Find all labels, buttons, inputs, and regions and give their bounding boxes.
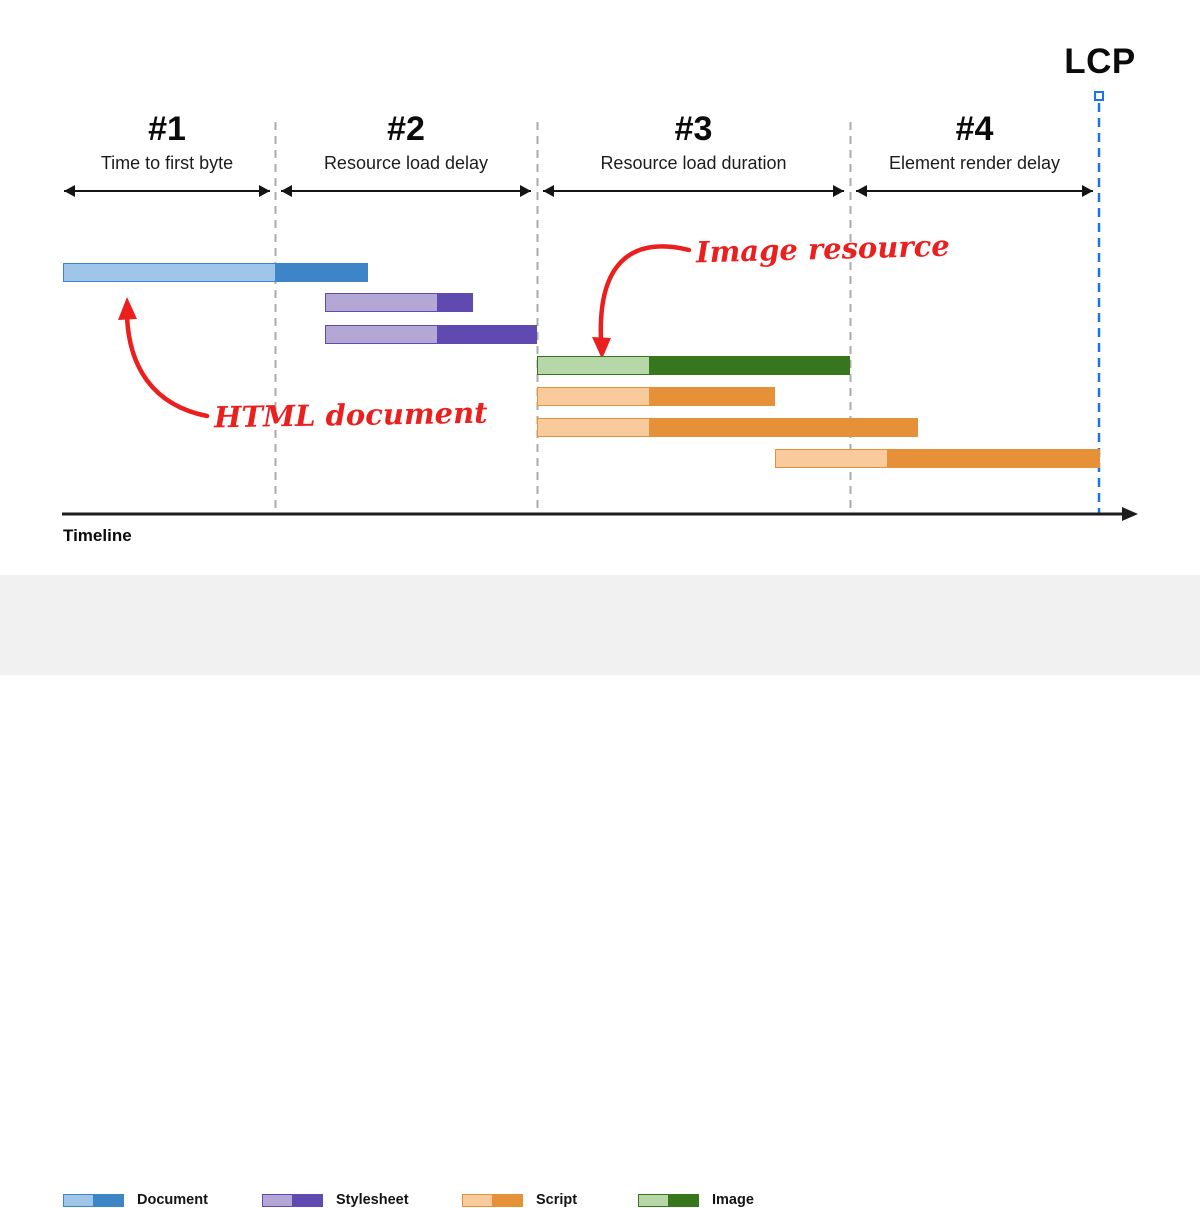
phase-2-extent-arrow [281, 185, 531, 197]
legend-label-document: Document [137, 1192, 208, 1208]
script-bar [537, 387, 775, 406]
phase-1-header: #1 Time to first byte [64, 108, 270, 197]
lcp-title: LCP [1064, 42, 1136, 81]
legend-item-script: Script [462, 1192, 577, 1208]
document-swatch [63, 1193, 124, 1207]
phase-4-extent-arrow [856, 185, 1093, 197]
stylesheet-bar [325, 293, 473, 312]
script-swatch [462, 1193, 523, 1207]
image-swatch [638, 1193, 699, 1207]
image-bar [537, 356, 850, 375]
phase-4-header: #4 Element render delay [856, 108, 1093, 197]
script-bar [775, 449, 1100, 468]
document-bar [63, 263, 368, 282]
script-bar-active-segment [649, 418, 918, 437]
legend-label-image: Image [712, 1192, 754, 1208]
html-document-annotation: HTML document [213, 395, 488, 435]
waterfall-bars-layer [63, 263, 1100, 468]
phase-3-number: #3 [674, 110, 713, 148]
phase-2-number: #2 [387, 110, 425, 148]
phase-1-extent-arrow [64, 185, 270, 197]
phase-2-label: Resource load delay [323, 153, 489, 173]
phase-3-label: Resource load duration [600, 153, 787, 173]
phase-2-header: #2 Resource load delay [281, 108, 531, 197]
image-bar-active-segment [649, 356, 850, 375]
legend-item-document: Document [63, 1192, 208, 1208]
document-bar-active-segment [275, 263, 368, 282]
lcp-marker-square [1094, 91, 1104, 101]
phase-1-label: Time to first byte [100, 153, 234, 173]
stylesheet-bar-active-segment [437, 293, 473, 312]
timeline-label: Timeline [63, 526, 132, 545]
legend-band: Document Stylesheet Script Image [0, 575, 1200, 1208]
image-resource-annotation: Image resource [695, 228, 951, 270]
phase-3-header: #3 Resource load duration [543, 108, 844, 197]
script-bar [537, 418, 918, 437]
phase-4-number: #4 [955, 110, 994, 148]
script-bar-active-segment [649, 387, 775, 406]
phase-3-extent-arrow [543, 185, 844, 197]
legend-item-image: Image [638, 1192, 754, 1208]
stylesheet-bar-active-segment [437, 325, 537, 344]
phase-1-number: #1 [148, 110, 186, 148]
stylesheet-swatch [262, 1193, 323, 1207]
legend-label-stylesheet: Stylesheet [336, 1192, 409, 1208]
stylesheet-bar [325, 325, 537, 344]
phase-4-label: Element render delay [888, 153, 1061, 173]
legend-item-stylesheet: Stylesheet [262, 1192, 409, 1208]
legend-label-script: Script [536, 1192, 578, 1208]
script-bar-active-segment [887, 449, 1100, 468]
